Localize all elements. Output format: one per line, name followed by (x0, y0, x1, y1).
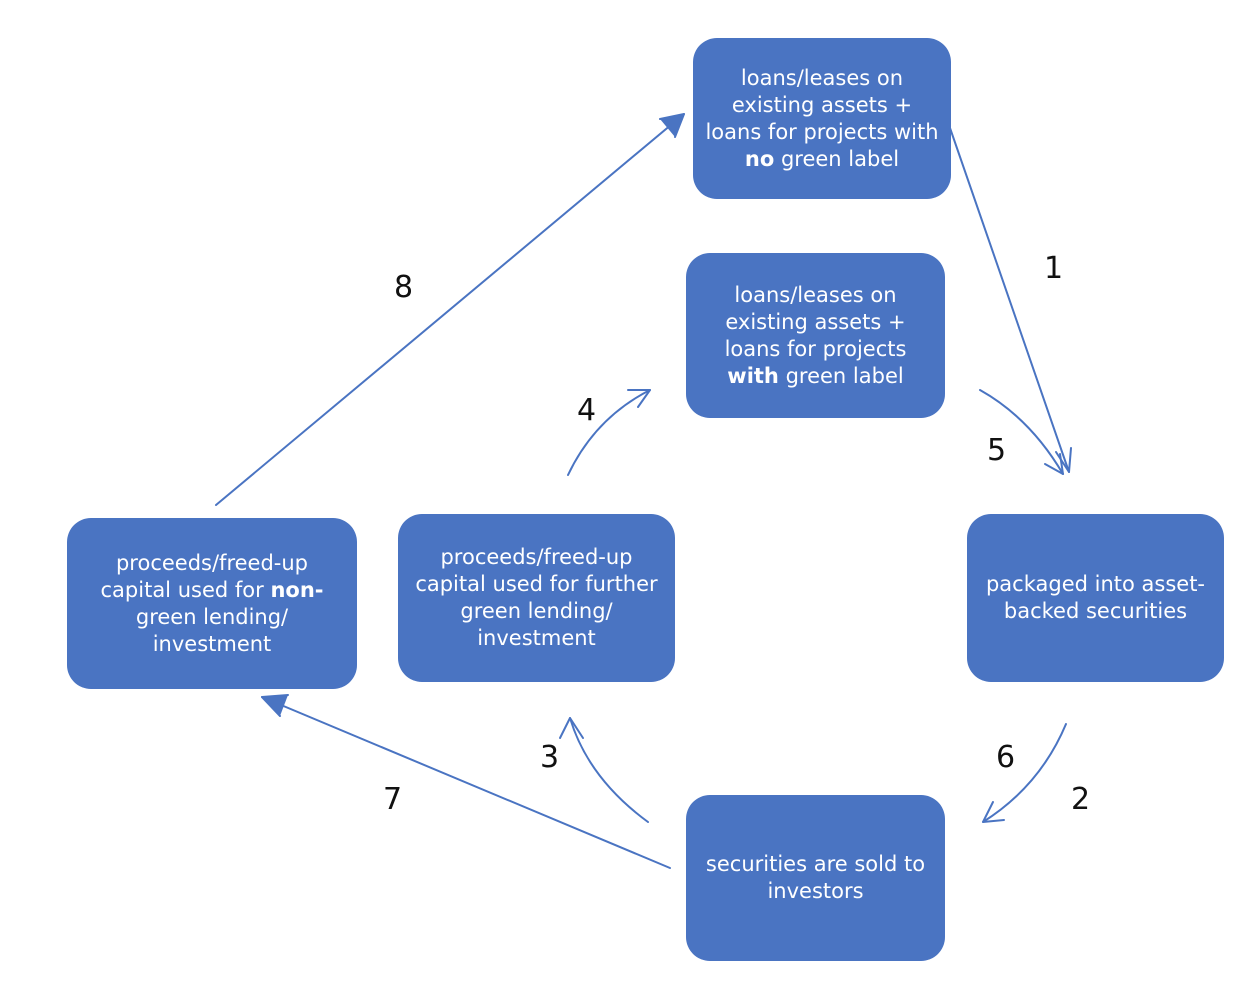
node-text: securities are sold to investors (705, 852, 926, 903)
node-securities-sold: securities are sold to investors (686, 795, 945, 961)
node-nongreen-proceeds: proceeds/freed-up capital used for non- … (67, 518, 357, 689)
node-text: green label (780, 146, 900, 171)
node-loans-no-green-label: loans/leases on existing assets + loans … (693, 38, 951, 199)
node-text: loans/leases on existing assets + loans … (724, 282, 907, 361)
arrow-3 (569, 717, 649, 823)
node-green-proceeds: proceeds/freed-up capital used for furth… (398, 514, 675, 682)
step-label-7: 7 (383, 782, 403, 817)
arrow-2-6-head (982, 801, 1005, 823)
node-loans-with-green-label: loans/leases on existing assets + loans … (686, 253, 945, 418)
arrow-8 (215, 113, 685, 506)
arrow-4-head (627, 389, 651, 408)
step-label-2: 2 (1071, 782, 1091, 817)
arrow-2-6 (982, 723, 1067, 823)
arrow-1-head (1055, 447, 1072, 473)
node-text: green lending/ investment (135, 604, 289, 656)
arrow-8-head (659, 113, 685, 138)
node-bold-text: no (744, 146, 775, 171)
step-label-5: 5 (987, 433, 1007, 468)
arrow-5-head (1044, 453, 1064, 475)
step-label-3: 3 (540, 740, 560, 775)
node-text: proceeds/freed-up capital used for furth… (415, 545, 658, 650)
step-label-4: 4 (577, 393, 597, 428)
step-label-8: 8 (394, 270, 414, 305)
step-label-1: 1 (1044, 251, 1064, 286)
node-packaged-abs: packaged into asset-backed securities (967, 514, 1224, 682)
arrow-7 (261, 696, 671, 869)
node-text: packaged into asset-backed securities (985, 572, 1206, 623)
node-bold-text: non- (270, 577, 324, 602)
node-bold-text: with (727, 363, 779, 388)
node-text: proceeds/freed-up capital used for (100, 550, 309, 602)
arrow-5 (979, 389, 1064, 475)
arrow-3-head (559, 717, 584, 739)
node-text: green label (785, 363, 904, 388)
node-text: loans/leases on existing assets + loans … (705, 65, 939, 144)
arrow-7-head (261, 694, 289, 717)
arrow-4 (567, 389, 651, 476)
arrow-1 (949, 127, 1070, 473)
step-label-6: 6 (996, 740, 1016, 775)
